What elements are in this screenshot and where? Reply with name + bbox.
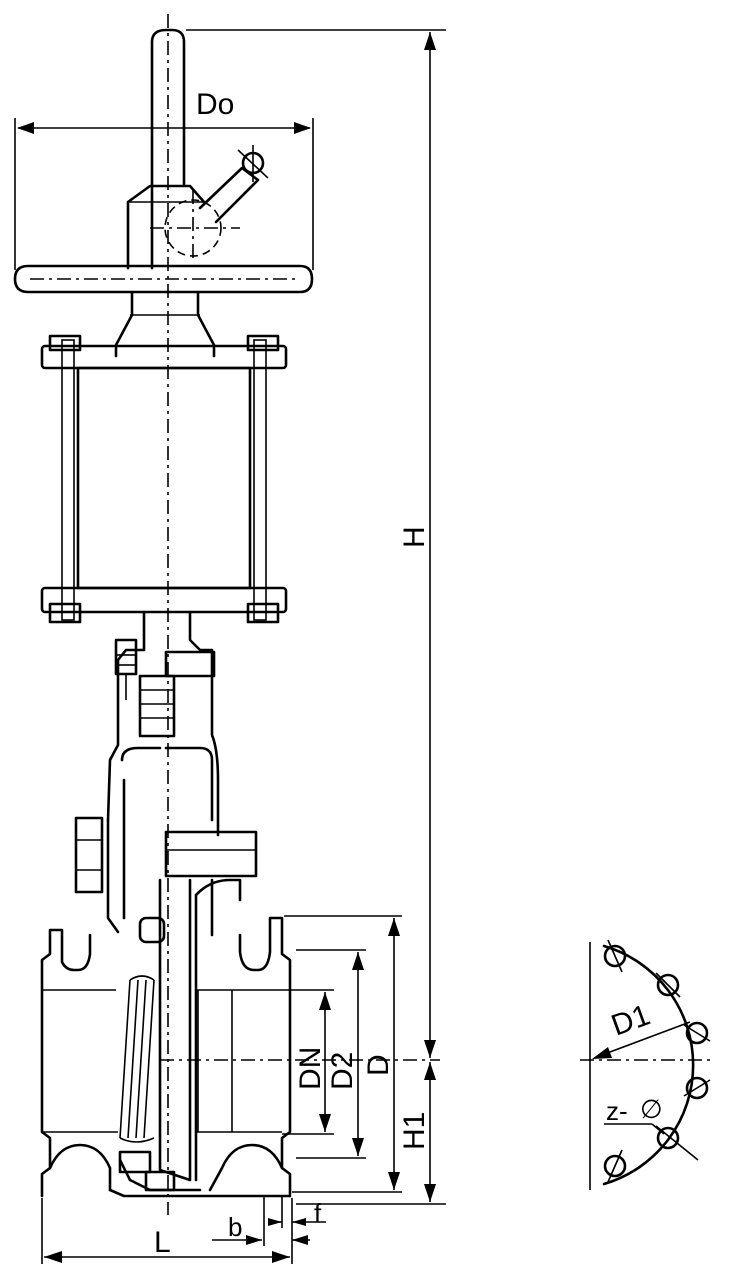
actuator-frame — [40, 334, 288, 624]
dimension-do — [14, 118, 314, 270]
handwheel — [13, 264, 314, 294]
label-dn: DN — [294, 1047, 327, 1090]
label-b: b — [228, 1212, 242, 1242]
label-d: D — [362, 1054, 395, 1076]
label-do: Do — [196, 88, 234, 121]
bonnet — [74, 610, 258, 934]
stem — [150, 14, 186, 1215]
dimension-d2 — [296, 949, 366, 1159]
gearbox — [126, 145, 269, 270]
label-d1: D1 — [607, 998, 654, 1042]
bolt-circle-detail — [580, 939, 714, 1190]
dimension-f — [268, 1196, 326, 1228]
label-h: H — [398, 526, 431, 548]
label-hole-symbol: ∅ — [640, 1094, 663, 1124]
label-d2: D2 — [326, 1052, 359, 1090]
dimension-h1 — [424, 1062, 436, 1202]
valve-body — [40, 878, 292, 1198]
dimension-b — [212, 1196, 310, 1246]
label-f: f — [314, 1198, 322, 1228]
label-h1: H1 — [398, 1112, 431, 1150]
label-l: L — [154, 1226, 171, 1259]
label-z: z- — [606, 1096, 628, 1126]
dimension-d — [284, 915, 402, 1193]
dimension-l — [41, 1198, 293, 1264]
dimension-h — [186, 29, 446, 1205]
yoke-neck — [114, 290, 216, 358]
dimension-dn — [282, 989, 334, 1135]
